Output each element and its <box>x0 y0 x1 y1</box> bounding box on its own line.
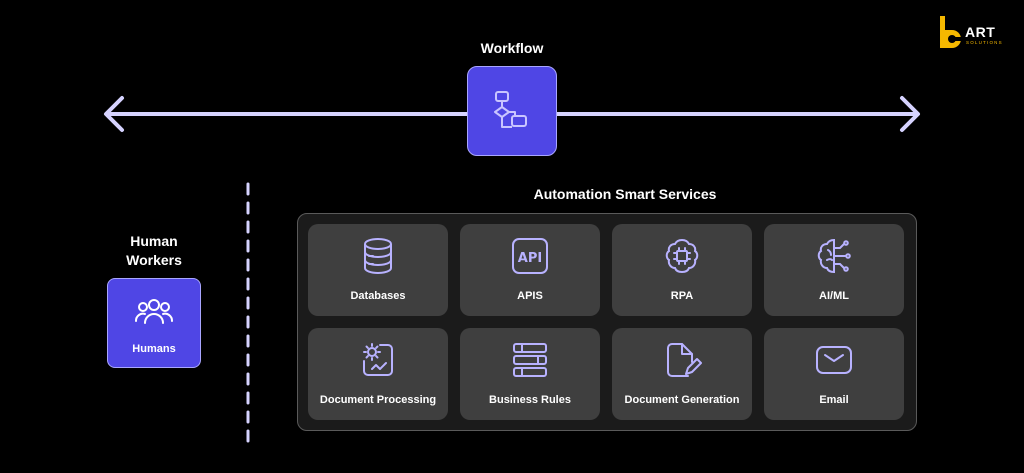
api-icon: API <box>512 238 548 274</box>
human-workers-title: Human Workers <box>104 232 204 270</box>
service-label: Email <box>819 394 849 406</box>
service-card-rpa: RPA <box>612 224 752 316</box>
api-icon-text: API <box>518 251 542 266</box>
brain-network-icon <box>817 238 851 274</box>
workflow-icon <box>494 91 527 128</box>
service-card-business-rules: Business Rules <box>460 328 600 420</box>
humans-label: Humans <box>132 343 176 355</box>
envelope-icon <box>816 346 852 374</box>
service-label: Document Processing <box>319 394 437 406</box>
service-card-databases: Databases <box>308 224 448 316</box>
dashed-divider <box>246 182 250 444</box>
document-gear-icon <box>363 343 393 376</box>
service-card-document-generation: Document Generation <box>612 328 752 420</box>
workflow-node <box>467 66 557 156</box>
service-label: Databases <box>350 290 406 302</box>
logo-subtitle: SOLUTIONS <box>966 40 1003 45</box>
service-label: Document Generation <box>624 394 740 406</box>
service-card-email: Email <box>764 328 904 420</box>
stacked-rules-icon <box>513 343 547 377</box>
service-label: RPA <box>670 290 694 302</box>
service-card-ai-ml: AI/ML <box>764 224 904 316</box>
document-pencil-icon <box>667 343 702 377</box>
logo-wordmark: ART <box>965 24 996 40</box>
humans-node: Humans <box>107 278 201 368</box>
logo-mark-icon <box>940 16 963 48</box>
art-solutions-logo: ART SOLUTIONS <box>938 16 1004 50</box>
brain-chip-icon <box>665 238 699 274</box>
human-workers-title-line1: Human <box>130 233 178 249</box>
services-panel: Databases API APIS RPA AI/ML <box>297 213 917 431</box>
database-icon <box>364 238 392 274</box>
service-label: Business Rules <box>489 394 571 406</box>
services-title: Automation Smart Services <box>533 186 717 202</box>
users-icon <box>135 299 173 324</box>
service-card-apis: API APIS <box>460 224 600 316</box>
service-card-document-processing: Document Processing <box>308 328 448 420</box>
service-label: AI/ML <box>819 290 849 302</box>
service-label: APIS <box>517 290 543 302</box>
human-workers-title-line2: Workers <box>126 252 182 268</box>
workflow-title: Workflow <box>480 40 544 56</box>
